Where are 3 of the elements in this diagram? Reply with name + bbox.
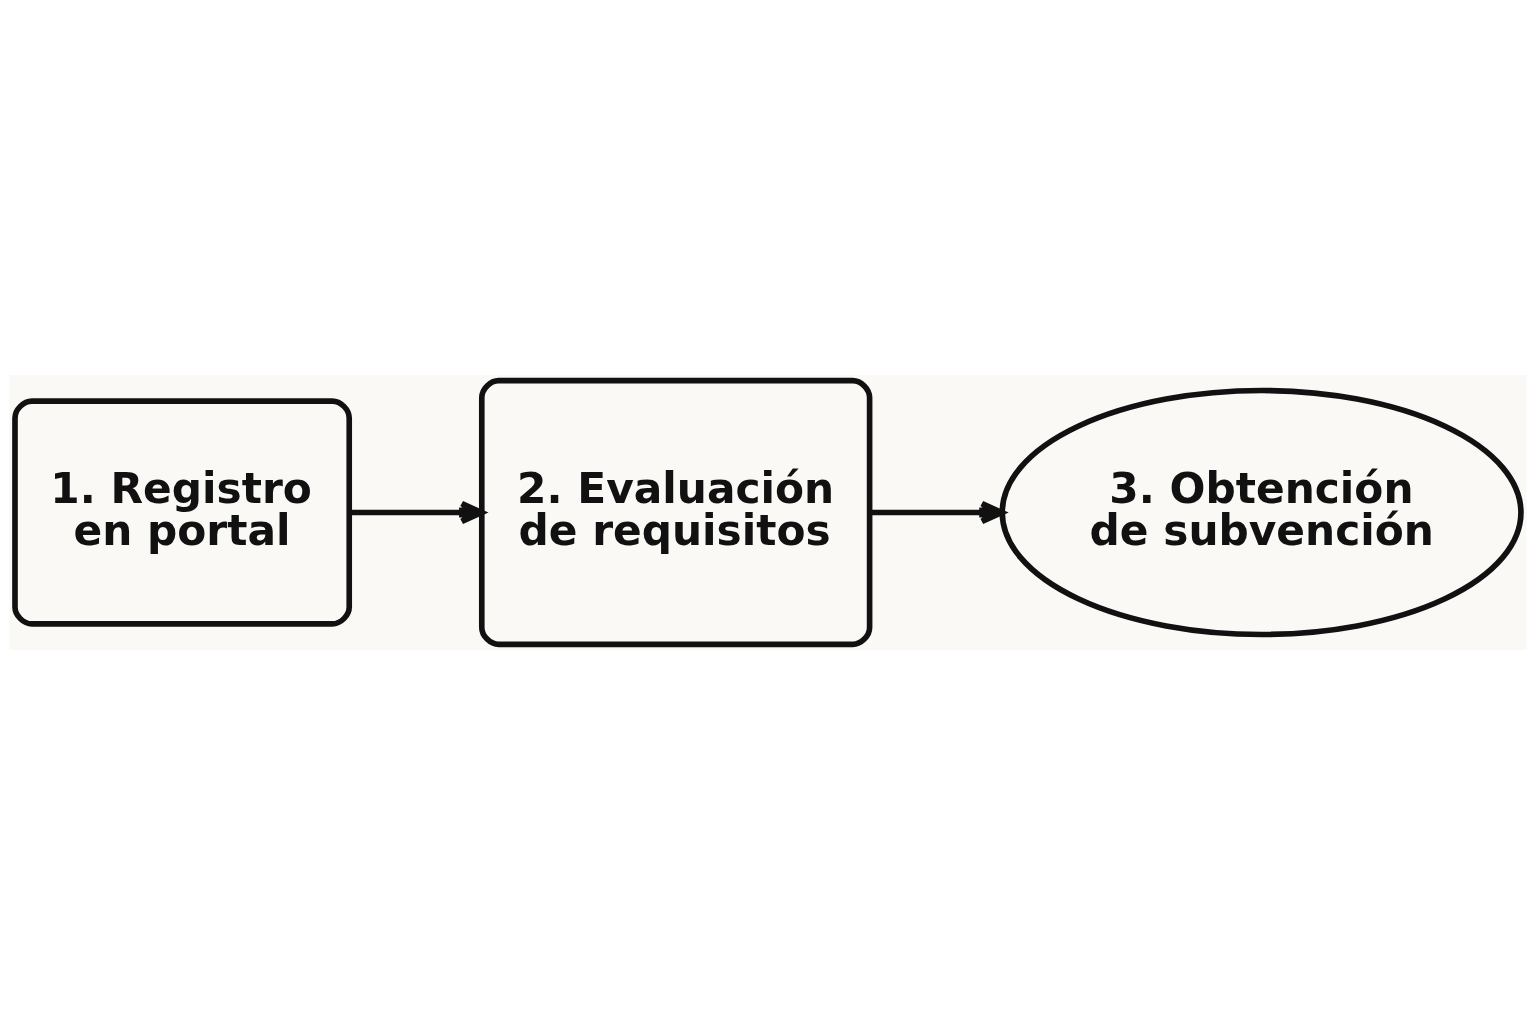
node-ellipse: 3. Obtención de subvención (999, 387, 1524, 637)
node-box: 2. Evaluación de requisitos (478, 377, 873, 647)
node-box: 1. Registro en portal (12, 397, 353, 627)
